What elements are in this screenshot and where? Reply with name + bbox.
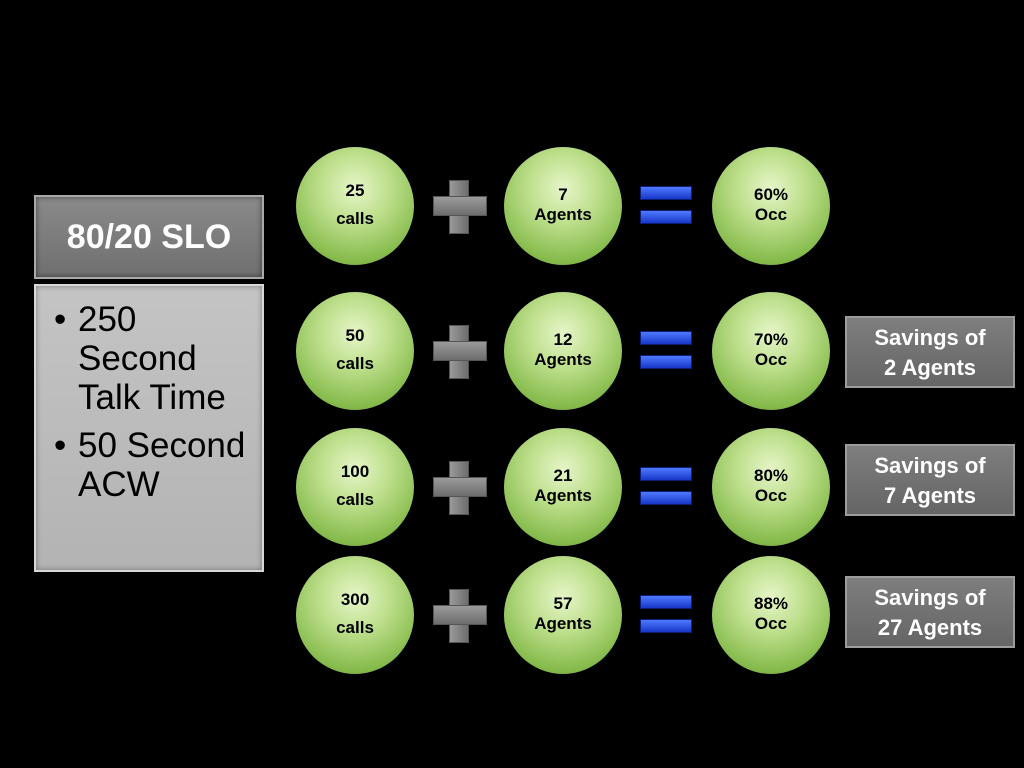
savings-label: Savings of xyxy=(874,453,986,478)
calls-number: 25 xyxy=(345,181,365,200)
calls-unit: calls xyxy=(336,354,374,373)
occupancy-circle: 60% Occ xyxy=(712,147,830,265)
agents-number: 21 xyxy=(553,466,573,485)
savings-box: Savings of 7 Agents xyxy=(845,444,1015,516)
savings-value: 2 Agents xyxy=(883,355,977,380)
occupancy-unit: Occ xyxy=(754,205,788,224)
slo-bullet-list: 250 Second Talk Time 50 Second ACW xyxy=(36,300,262,504)
agents-number: 57 xyxy=(553,594,573,613)
plus-icon xyxy=(433,589,487,643)
calls-number: 50 xyxy=(345,326,365,345)
agents-circle: 57 Agents xyxy=(504,556,622,674)
calls-number: 300 xyxy=(340,590,370,609)
occupancy-circle: 80% Occ xyxy=(712,428,830,546)
equals-icon xyxy=(640,331,692,371)
slo-details: 250 Second Talk Time 50 Second ACW xyxy=(34,284,264,572)
calls-circle: 100 calls xyxy=(296,428,414,546)
slo-bullet: 50 Second ACW xyxy=(54,426,258,504)
agents-circle: 7 Agents xyxy=(504,147,622,265)
calls-unit: calls xyxy=(336,618,374,637)
plus-icon xyxy=(433,325,487,379)
occupancy-percent: 80% xyxy=(753,466,789,485)
savings-value: 7 Agents xyxy=(883,483,977,508)
occupancy-circle: 70% Occ xyxy=(712,292,830,410)
savings-value: 27 Agents xyxy=(877,615,983,640)
plus-icon xyxy=(433,180,487,234)
savings-label: Savings of xyxy=(874,325,986,350)
agents-unit: Agents xyxy=(534,614,592,633)
calls-circle: 50 calls xyxy=(296,292,414,410)
calls-circle: 25 calls xyxy=(296,147,414,265)
agents-number: 7 xyxy=(558,185,568,204)
savings-box: Savings of 2 Agents xyxy=(845,316,1015,388)
calls-unit: calls xyxy=(336,209,374,228)
occupancy-percent: 60% xyxy=(753,185,789,204)
occupancy-percent: 88% xyxy=(753,594,789,613)
agents-circle: 21 Agents xyxy=(504,428,622,546)
savings-label: Savings of xyxy=(874,585,986,610)
occupancy-circle: 88% Occ xyxy=(712,556,830,674)
slo-title: 80/20 SLO xyxy=(34,195,264,279)
plus-icon xyxy=(433,461,487,515)
agents-circle: 12 Agents xyxy=(504,292,622,410)
occupancy-percent: 70% xyxy=(753,330,789,349)
equals-icon xyxy=(640,595,692,635)
agents-unit: Agents xyxy=(534,350,592,369)
occupancy-unit: Occ xyxy=(754,614,788,633)
calls-number: 100 xyxy=(340,462,370,481)
equals-icon xyxy=(640,186,692,226)
slo-title-text: 80/20 SLO xyxy=(66,217,232,256)
calls-unit: calls xyxy=(336,490,374,509)
occupancy-unit: Occ xyxy=(754,350,788,369)
agents-number: 12 xyxy=(553,330,573,349)
slo-bullet: 250 Second Talk Time xyxy=(54,300,258,417)
savings-box: Savings of 27 Agents xyxy=(845,576,1015,648)
agents-unit: Agents xyxy=(534,205,592,224)
calls-circle: 300 calls xyxy=(296,556,414,674)
agents-unit: Agents xyxy=(534,486,592,505)
equals-icon xyxy=(640,467,692,507)
occupancy-unit: Occ xyxy=(754,486,788,505)
